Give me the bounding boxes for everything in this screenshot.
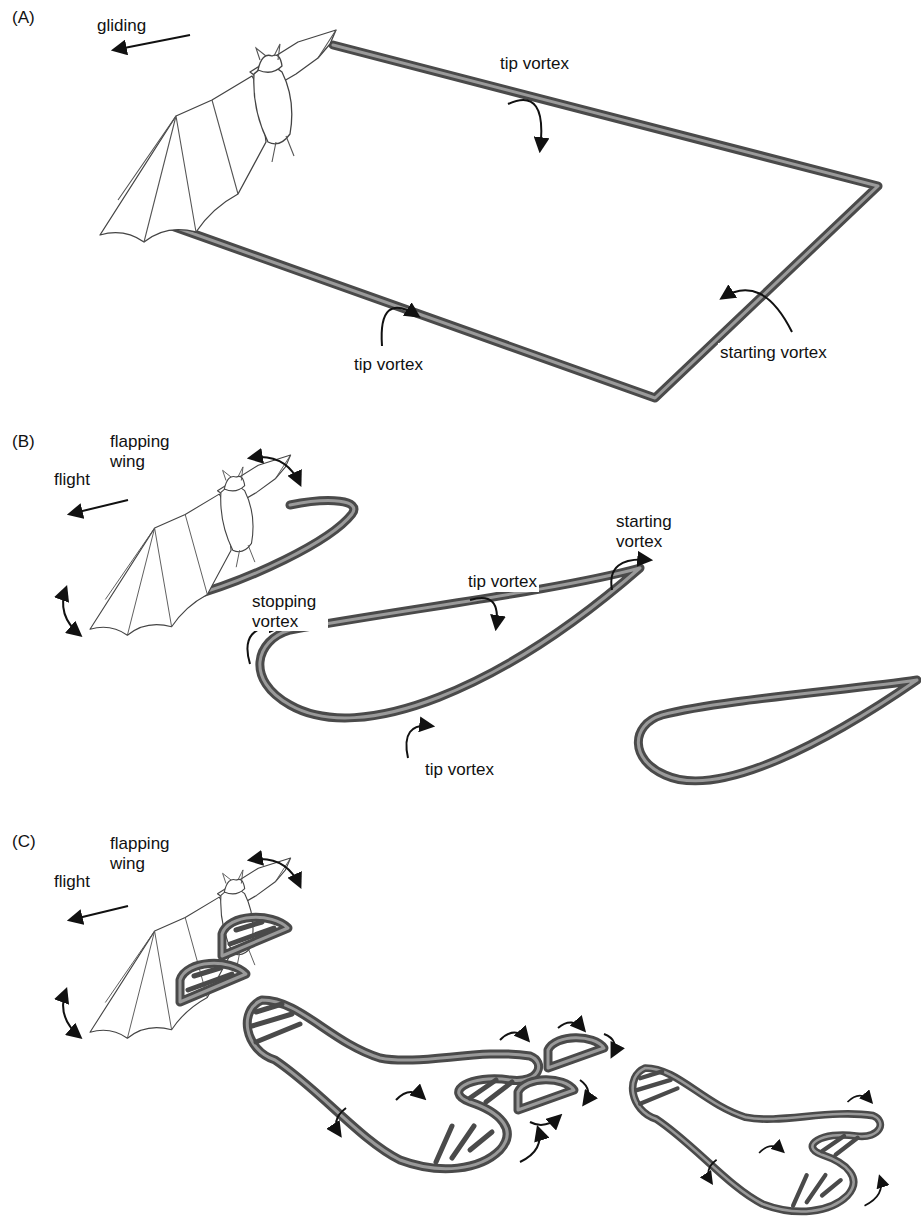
tube-outer <box>638 680 917 781</box>
tube-outer <box>518 1080 574 1110</box>
panel-c-illustration <box>70 906 128 920</box>
carrow <box>406 726 432 758</box>
tube-outer <box>548 1038 604 1068</box>
tube-outer <box>260 568 640 718</box>
tube-inner <box>518 1080 574 1110</box>
motion-label: flapping wing <box>108 834 178 873</box>
carrow <box>382 308 418 346</box>
tube-inner <box>222 917 288 956</box>
vortex-label: tip vortex <box>423 760 496 780</box>
panel-b-illustration <box>70 500 128 514</box>
vortex-label: tip vortex <box>466 572 539 592</box>
motion-label: flapping wing <box>108 432 178 471</box>
vortex-label: starting vortex <box>614 512 692 551</box>
panel-a-illustration <box>100 30 878 398</box>
carrow <box>722 290 792 332</box>
motion-label: gliding <box>95 16 148 36</box>
motion-label: flight <box>52 872 92 892</box>
tube-inner <box>548 1038 604 1068</box>
carrow <box>247 626 282 664</box>
carrow <box>508 100 541 150</box>
panel-b-illustration <box>63 455 917 781</box>
carrow <box>580 1080 588 1104</box>
rung <box>230 928 274 944</box>
tube-inner <box>180 963 246 1002</box>
rung <box>188 974 232 990</box>
panel-letter: (C) <box>10 832 38 852</box>
carrow <box>558 1022 584 1030</box>
carrow <box>611 560 650 590</box>
tube-outer <box>180 963 246 1002</box>
carrow <box>470 598 497 628</box>
carrow <box>250 859 300 886</box>
carrow <box>530 1116 560 1125</box>
carrow <box>250 457 300 484</box>
carrow <box>63 990 80 1037</box>
tube-inner <box>260 568 640 718</box>
rung <box>194 968 220 976</box>
vortex-label: tip vortex <box>498 54 571 74</box>
panel-c-illustration <box>247 1000 539 1169</box>
vortex-label: starting vortex <box>718 343 829 363</box>
tube-outer <box>222 917 288 956</box>
carrow <box>604 1034 615 1056</box>
panel-c-illustration <box>633 1068 881 1211</box>
vortex-label: stopping vortex <box>250 592 328 631</box>
motion-label: flight <box>52 470 92 490</box>
panel-a-illustration <box>100 30 336 242</box>
panel-c-illustration <box>63 858 881 1211</box>
panel-letter: (A) <box>10 8 37 28</box>
panel-letter: (B) <box>10 432 37 452</box>
panel-c-illustration <box>633 1068 881 1211</box>
vortex-label: tip vortex <box>352 355 425 375</box>
tube-inner <box>638 680 917 781</box>
rung <box>236 922 262 930</box>
carrow <box>63 588 80 635</box>
panel-a-illustration <box>114 35 190 50</box>
